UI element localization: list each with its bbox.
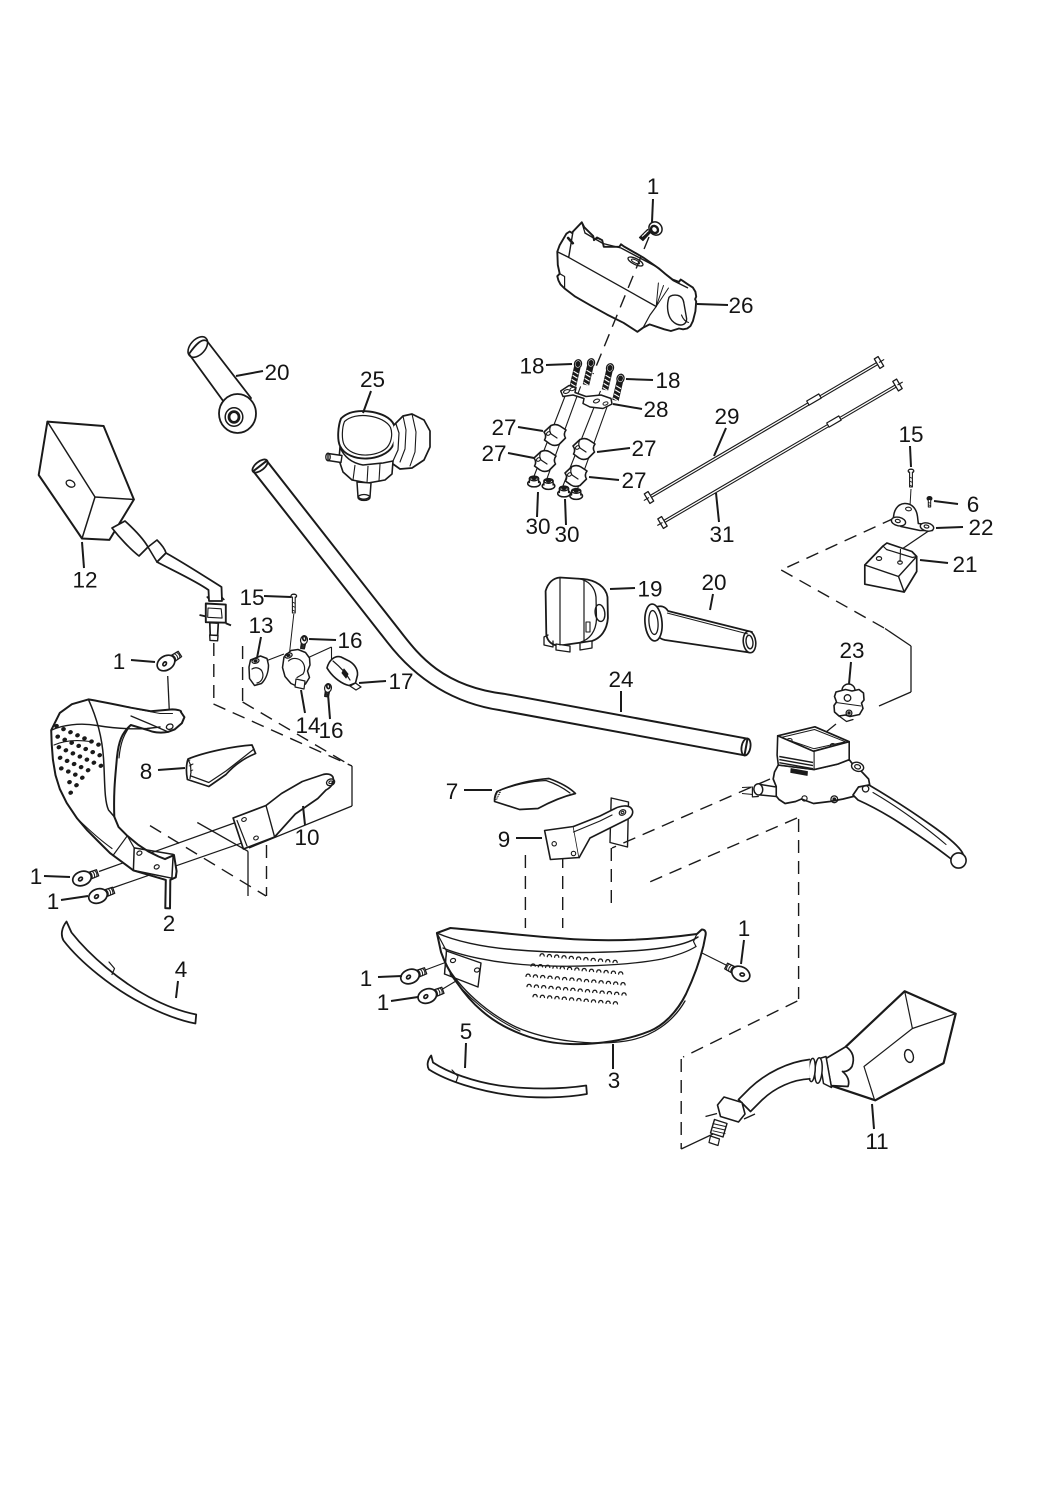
svg-text:3: 3 xyxy=(608,1068,621,1093)
svg-text:1: 1 xyxy=(30,864,43,889)
svg-text:1: 1 xyxy=(647,174,660,199)
svg-text:1: 1 xyxy=(360,966,373,991)
svg-text:1: 1 xyxy=(738,916,751,941)
svg-text:28: 28 xyxy=(643,397,668,422)
svg-text:15: 15 xyxy=(239,585,264,610)
svg-text:22: 22 xyxy=(968,515,993,540)
svg-text:30: 30 xyxy=(554,522,579,547)
svg-text:31: 31 xyxy=(709,522,734,547)
svg-text:1: 1 xyxy=(377,990,390,1015)
svg-text:7: 7 xyxy=(446,779,459,804)
svg-text:1: 1 xyxy=(113,649,126,674)
svg-text:6: 6 xyxy=(967,492,980,517)
svg-text:13: 13 xyxy=(248,613,273,638)
svg-text:27: 27 xyxy=(621,468,646,493)
svg-text:16: 16 xyxy=(337,628,362,653)
svg-text:24: 24 xyxy=(608,667,633,692)
svg-text:18: 18 xyxy=(519,354,544,379)
svg-text:5: 5 xyxy=(460,1019,473,1044)
svg-text:18: 18 xyxy=(655,368,680,393)
svg-text:10: 10 xyxy=(294,825,319,850)
svg-text:12: 12 xyxy=(72,568,97,593)
svg-text:1: 1 xyxy=(47,889,60,914)
svg-text:20: 20 xyxy=(701,570,726,595)
svg-text:27: 27 xyxy=(631,436,656,461)
svg-text:15: 15 xyxy=(898,422,923,447)
svg-text:11: 11 xyxy=(865,1129,888,1154)
svg-text:26: 26 xyxy=(728,293,753,318)
svg-text:16: 16 xyxy=(318,718,343,743)
svg-text:27: 27 xyxy=(491,415,516,440)
svg-text:19: 19 xyxy=(637,577,662,602)
svg-text:4: 4 xyxy=(175,957,188,982)
svg-text:17: 17 xyxy=(388,669,413,694)
svg-text:27: 27 xyxy=(481,441,506,466)
svg-text:21: 21 xyxy=(952,552,977,577)
svg-text:14: 14 xyxy=(295,713,320,738)
svg-text:9: 9 xyxy=(498,827,511,852)
svg-text:2: 2 xyxy=(163,911,176,936)
svg-text:25: 25 xyxy=(360,367,385,392)
svg-text:23: 23 xyxy=(839,638,864,663)
svg-text:29: 29 xyxy=(714,404,739,429)
svg-text:30: 30 xyxy=(525,514,550,539)
svg-text:8: 8 xyxy=(140,759,153,784)
svg-text:20: 20 xyxy=(264,360,289,385)
